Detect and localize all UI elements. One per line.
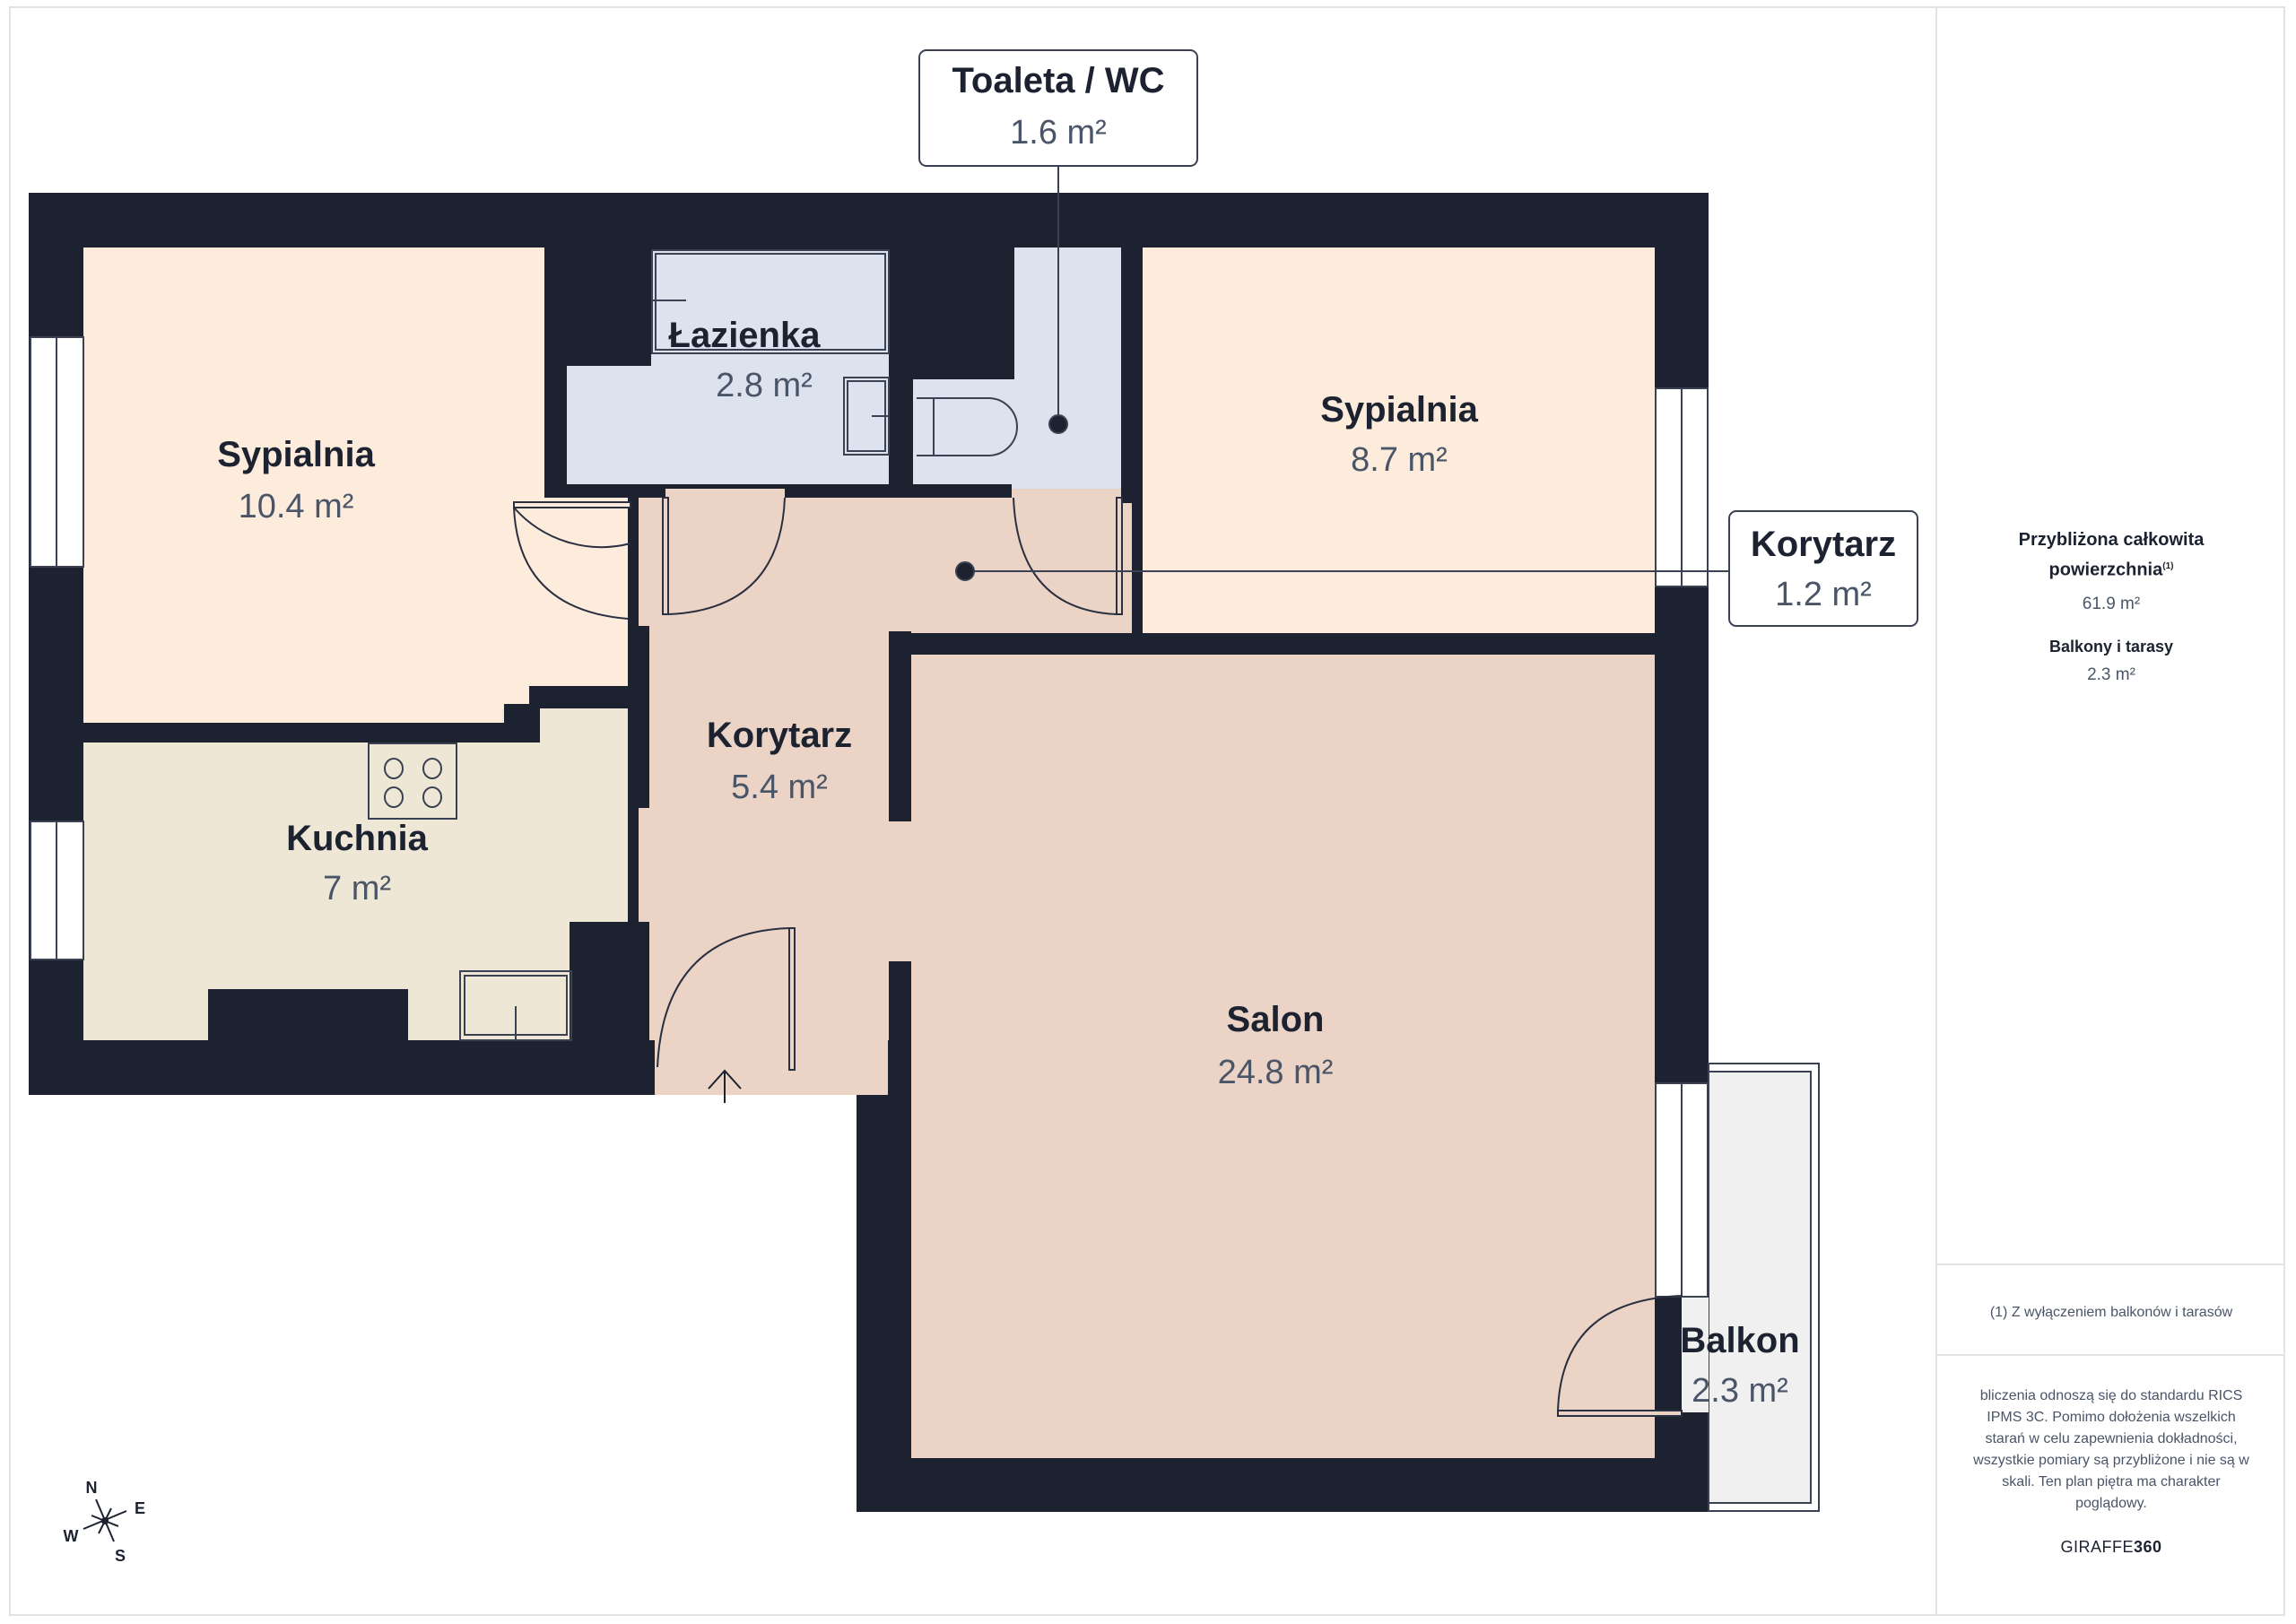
callout-toaleta [918,49,1198,167]
kitchen-sink-icon [459,970,572,1041]
room-lazienka [567,249,889,484]
room-area-toaleta: 1.6 m² [1010,114,1107,152]
compass-west: W [64,1527,79,1545]
room-salon [911,655,1655,1458]
room-kuchnia [83,708,628,1040]
windows [30,336,1709,1298]
room-toaleta [913,248,1121,489]
room-area-sypialnia-1: 10.4 m² [239,488,354,525]
room-label-balkon: Balkon [1680,1321,1799,1360]
room-label-korytarz-small: Korytarz [1751,525,1896,564]
total-area-value: 61.9 m² [2082,594,2141,613]
footnote-text: (1) Z wyłączeniem balkonów i tarasów [1989,1305,2233,1320]
total-area-title-line2: powierzchnia [2048,560,2163,580]
room-label-kuchnia: Kuchnia [286,819,429,858]
room-area-kuchnia: 7 m² [323,870,391,908]
room-area-lazienka: 2.8 m² [716,367,813,404]
leader-lines [955,166,1731,581]
bathtub-icon [651,249,890,354]
compass-icon [83,1498,127,1542]
balconies-title: Balkony i tarasy [2048,637,2174,656]
disclaimer-section: bliczenia odnoszą się do standardu RICS … [1937,1385,2285,1557]
room-label-sypialnia-1: Sypialnia [217,435,375,474]
room-area-balkon: 2.3 m² [1692,1372,1788,1410]
compass-east: E [135,1499,145,1517]
entrance-arrow-icon [708,1069,742,1103]
brand-light: GIRAFFE [2060,1538,2134,1556]
brand-logo: GIRAFFE360 [1937,1538,2285,1557]
brand-bold: 360 [2133,1538,2162,1556]
balcony [1682,1063,1820,1512]
room-area-korytarz-small: 1.2 m² [1775,576,1872,613]
total-area-title-line1: Przybliżona całkowita [2018,530,2205,550]
sidebar-divider [1937,1354,2285,1356]
disclaimer-text: bliczenia odnoszą się do standardu RICS … [1973,1388,2249,1511]
compass-south: S [115,1547,126,1565]
compass-north: N [86,1479,98,1497]
stove-icon [368,743,457,820]
room-label-salon: Salon [1227,1000,1325,1039]
room-label-lazienka: Łazienka [669,316,822,355]
toilet-icon [917,397,1018,456]
sink-icon [843,377,890,456]
footnote-mark: (1) [2162,561,2174,571]
room-label-toaleta: Toaleta / WC [952,61,1164,100]
balconies-value: 2.3 m² [2087,664,2135,684]
room-area-sypialnia-2: 8.7 m² [1351,441,1448,479]
room-label-sypialnia-2: Sypialnia [1320,390,1478,430]
page-frame [9,6,2285,1616]
info-sidebar: Przybliżona całkowita powierzchnia(1) 61… [1935,6,2285,1616]
doors [513,497,1683,1417]
sidebar-divider [1937,1264,2285,1265]
room-label-korytarz: Korytarz [707,716,852,755]
room-sypialnia-1 [83,248,628,723]
total-area-title: Przybliżona całkowita powierzchnia(1) [1937,526,2285,584]
interior-walls [83,248,1655,1096]
room-sypialnia-2 [1143,248,1655,633]
room-area-salon: 24.8 m² [1218,1054,1334,1091]
total-area-section: Przybliżona całkowita powierzchnia(1) 61… [1937,526,2285,685]
room-area-korytarz: 5.4 m² [731,769,828,806]
callout-korytarz [1728,510,1918,627]
